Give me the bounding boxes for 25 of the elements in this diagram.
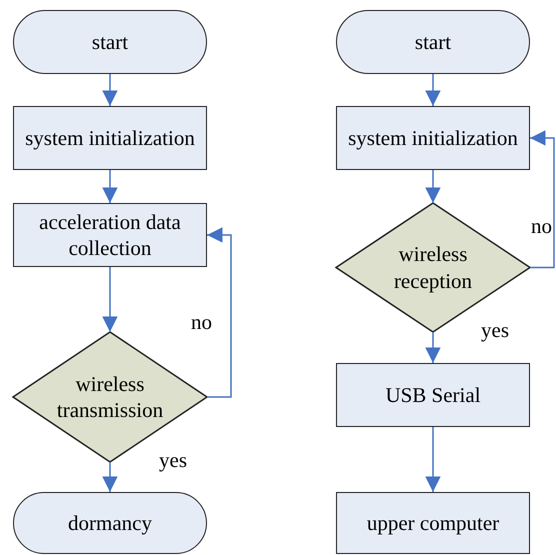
arrow: [425, 170, 441, 203]
node-text: system initialization: [347, 124, 519, 152]
node-text: system initialization: [24, 124, 196, 152]
arrow: [102, 170, 118, 203]
node-text: wireless reception: [392, 241, 474, 294]
arrow: [102, 462, 118, 492]
node-text: upper computer: [366, 510, 500, 536]
process-box: [336, 363, 530, 427]
arrow: [425, 74, 441, 106]
arrow: [207, 227, 232, 398]
node-text: acceleration data collection: [38, 208, 182, 262]
arrow: [425, 332, 441, 363]
arrow: [530, 130, 555, 268]
node-text: dormancy: [67, 510, 153, 536]
process-box: [336, 106, 530, 170]
node-text: start: [414, 28, 452, 56]
process-box: [13, 203, 207, 267]
arrow: [102, 267, 118, 332]
node-text: USB Serial: [384, 382, 482, 408]
arrow: [425, 427, 441, 492]
arrow: [102, 74, 118, 106]
process-box: [336, 492, 530, 554]
node-text: wireless transmission: [56, 370, 164, 424]
process-box: [13, 106, 207, 170]
node-text: start: [90, 28, 130, 56]
